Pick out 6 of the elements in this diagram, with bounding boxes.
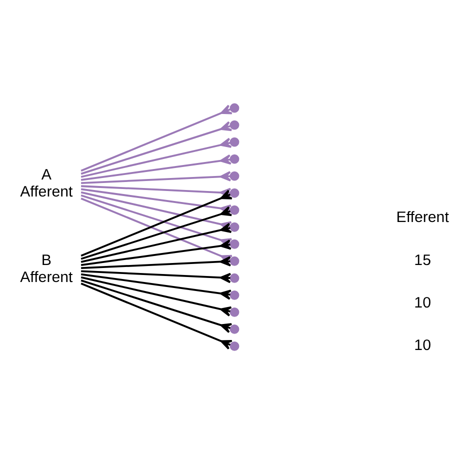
label: Efferent <box>396 208 449 226</box>
node-text: B Afferent <box>20 251 73 286</box>
label: 10 <box>414 294 431 311</box>
label: 10 <box>414 336 431 354</box>
node-text: A Afferent <box>20 166 73 200</box>
label: 15 <box>414 251 431 268</box>
